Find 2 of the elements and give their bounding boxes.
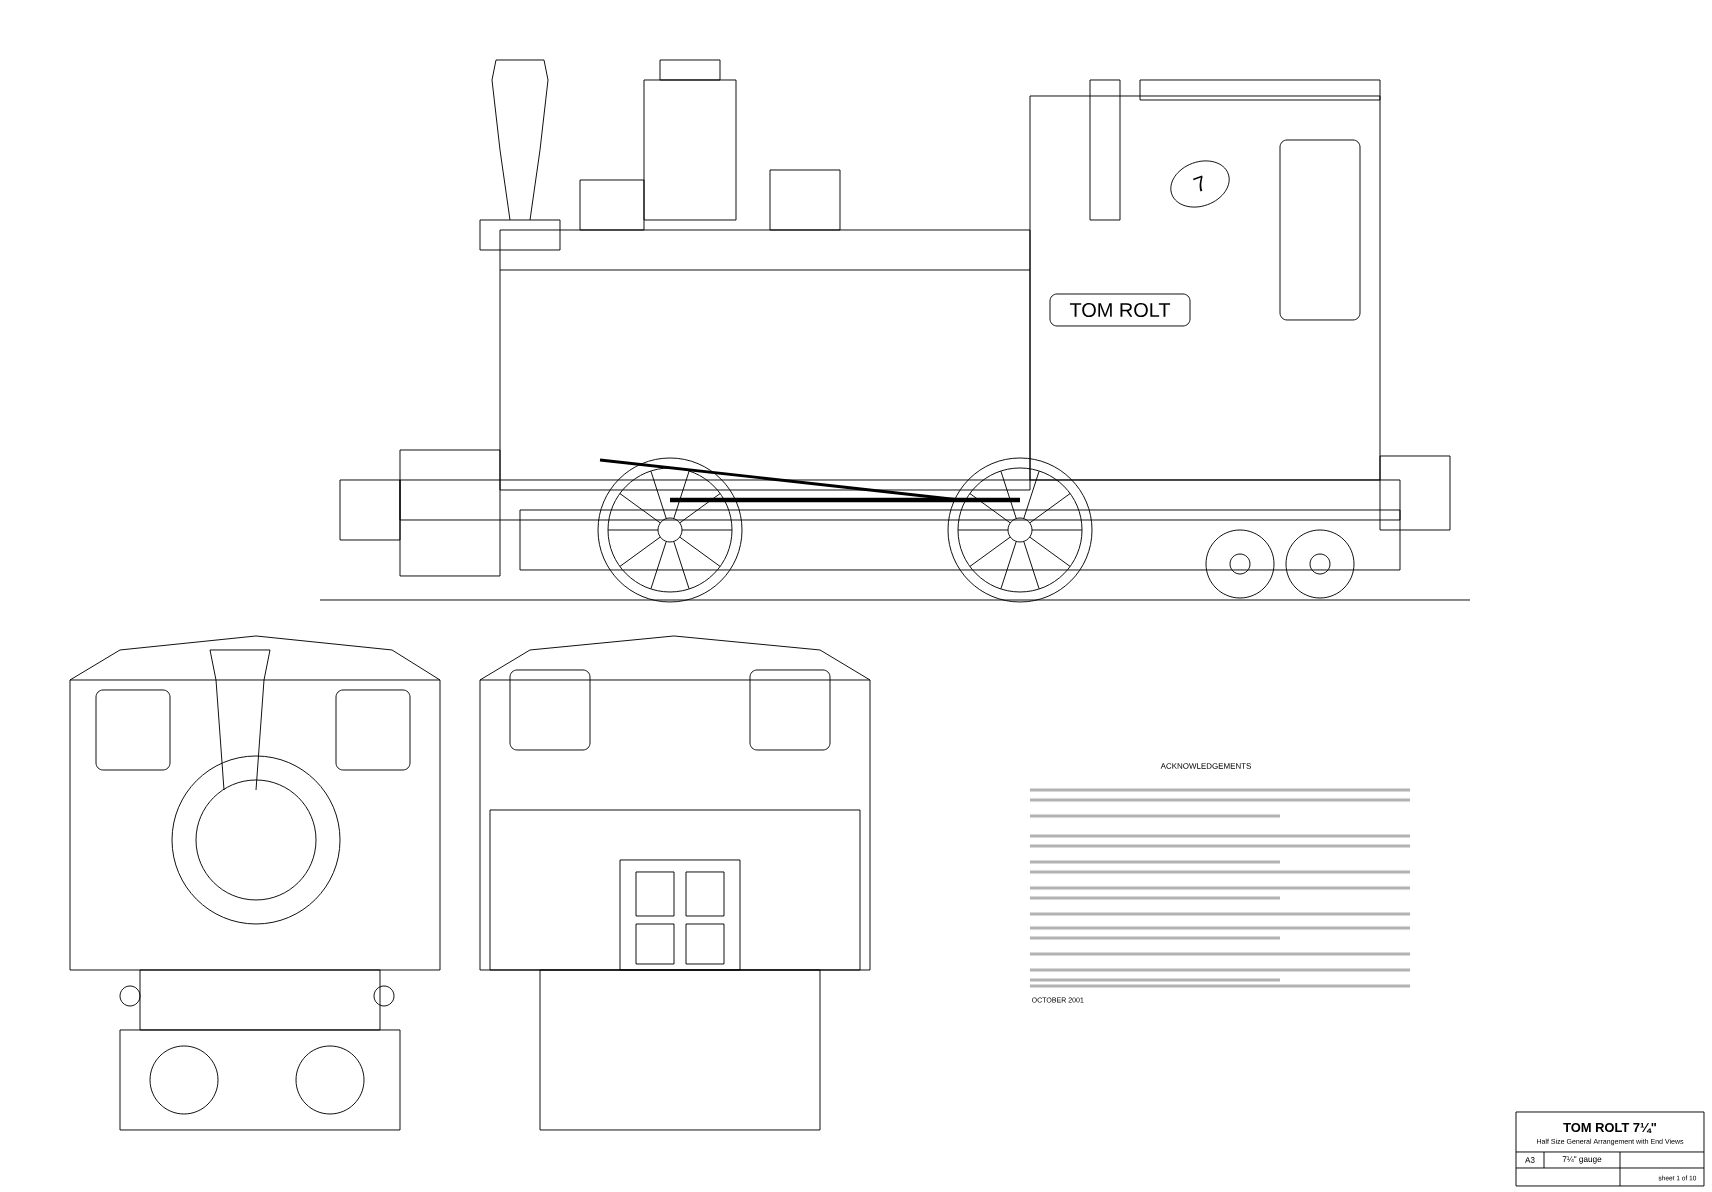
nameplate: TOM ROLT — [1049, 293, 1191, 327]
number-plate: 7 — [1170, 160, 1230, 208]
